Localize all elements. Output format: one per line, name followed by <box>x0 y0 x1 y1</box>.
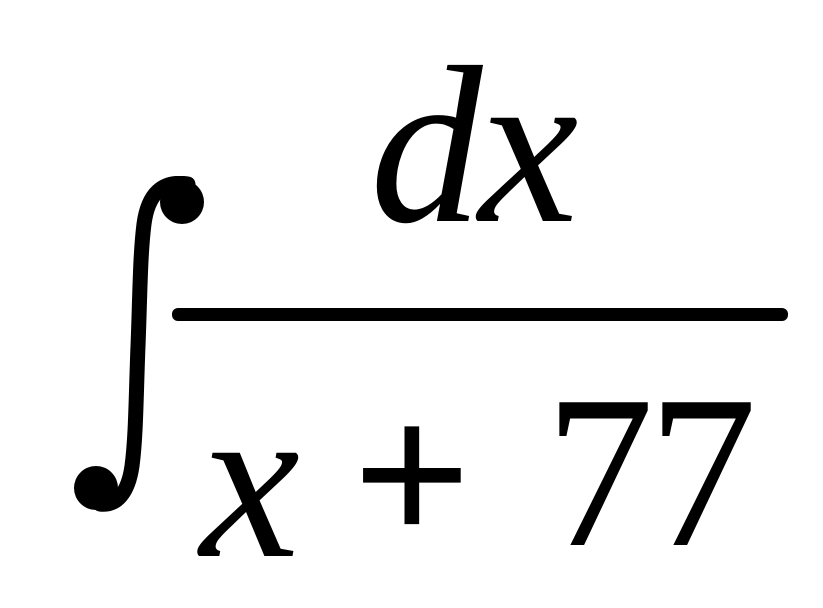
integral-sign <box>74 176 204 512</box>
denominator-constant: 77 <box>545 352 757 593</box>
numerator: dx <box>370 20 578 270</box>
denominator-plus: + <box>352 359 472 591</box>
fraction-bar <box>172 308 788 321</box>
denominator-variable: x <box>200 355 300 605</box>
